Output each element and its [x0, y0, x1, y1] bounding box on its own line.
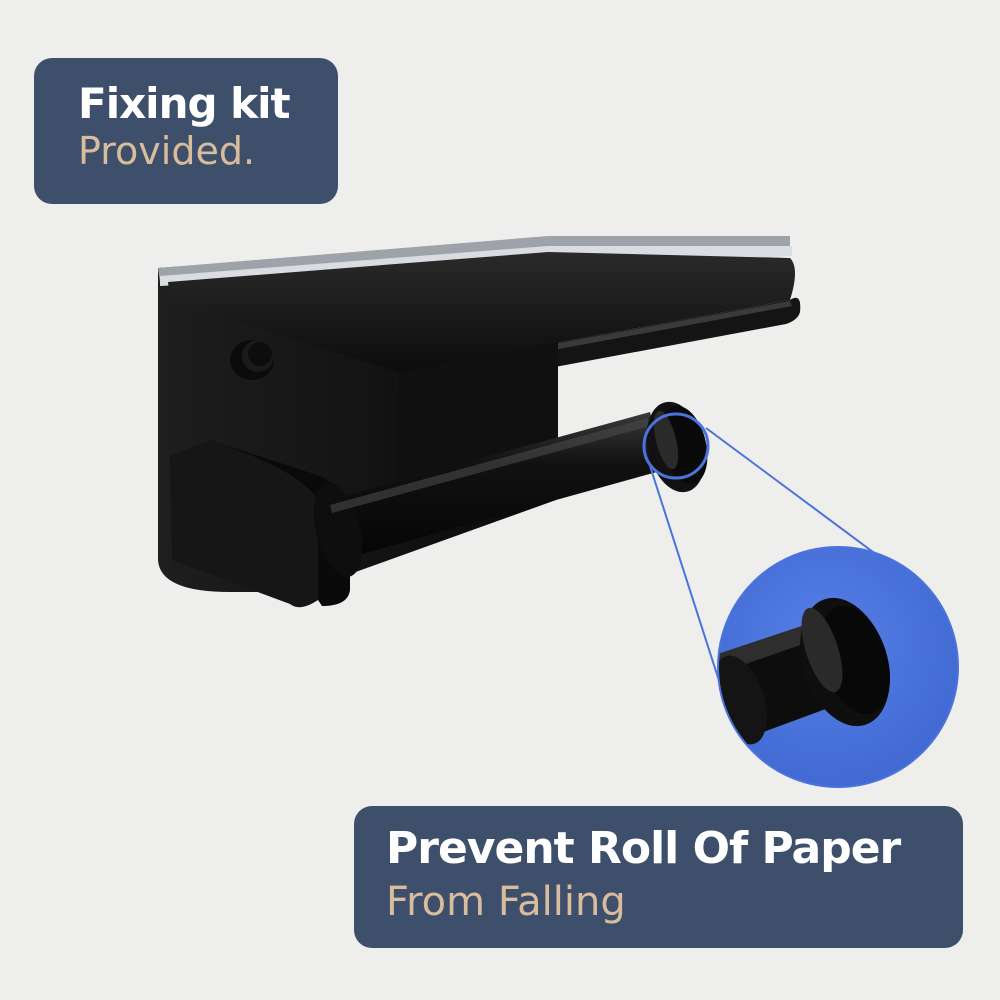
fixing-kit-title: Fixing kit — [78, 79, 291, 128]
prevent-roll-title: Prevent Roll Of Paper — [386, 823, 901, 874]
zoom-magnifier-icon — [642, 412, 959, 788]
toilet-paper-holder-icon — [158, 236, 801, 608]
fixing-kit-subtitle: Provided. — [78, 129, 256, 174]
prevent-roll-callout: Prevent Roll Of Paper From Falling — [354, 806, 963, 948]
prevent-roll-subtitle: From Falling — [386, 878, 626, 925]
fixing-kit-callout: Fixing kit Provided. — [34, 58, 338, 204]
